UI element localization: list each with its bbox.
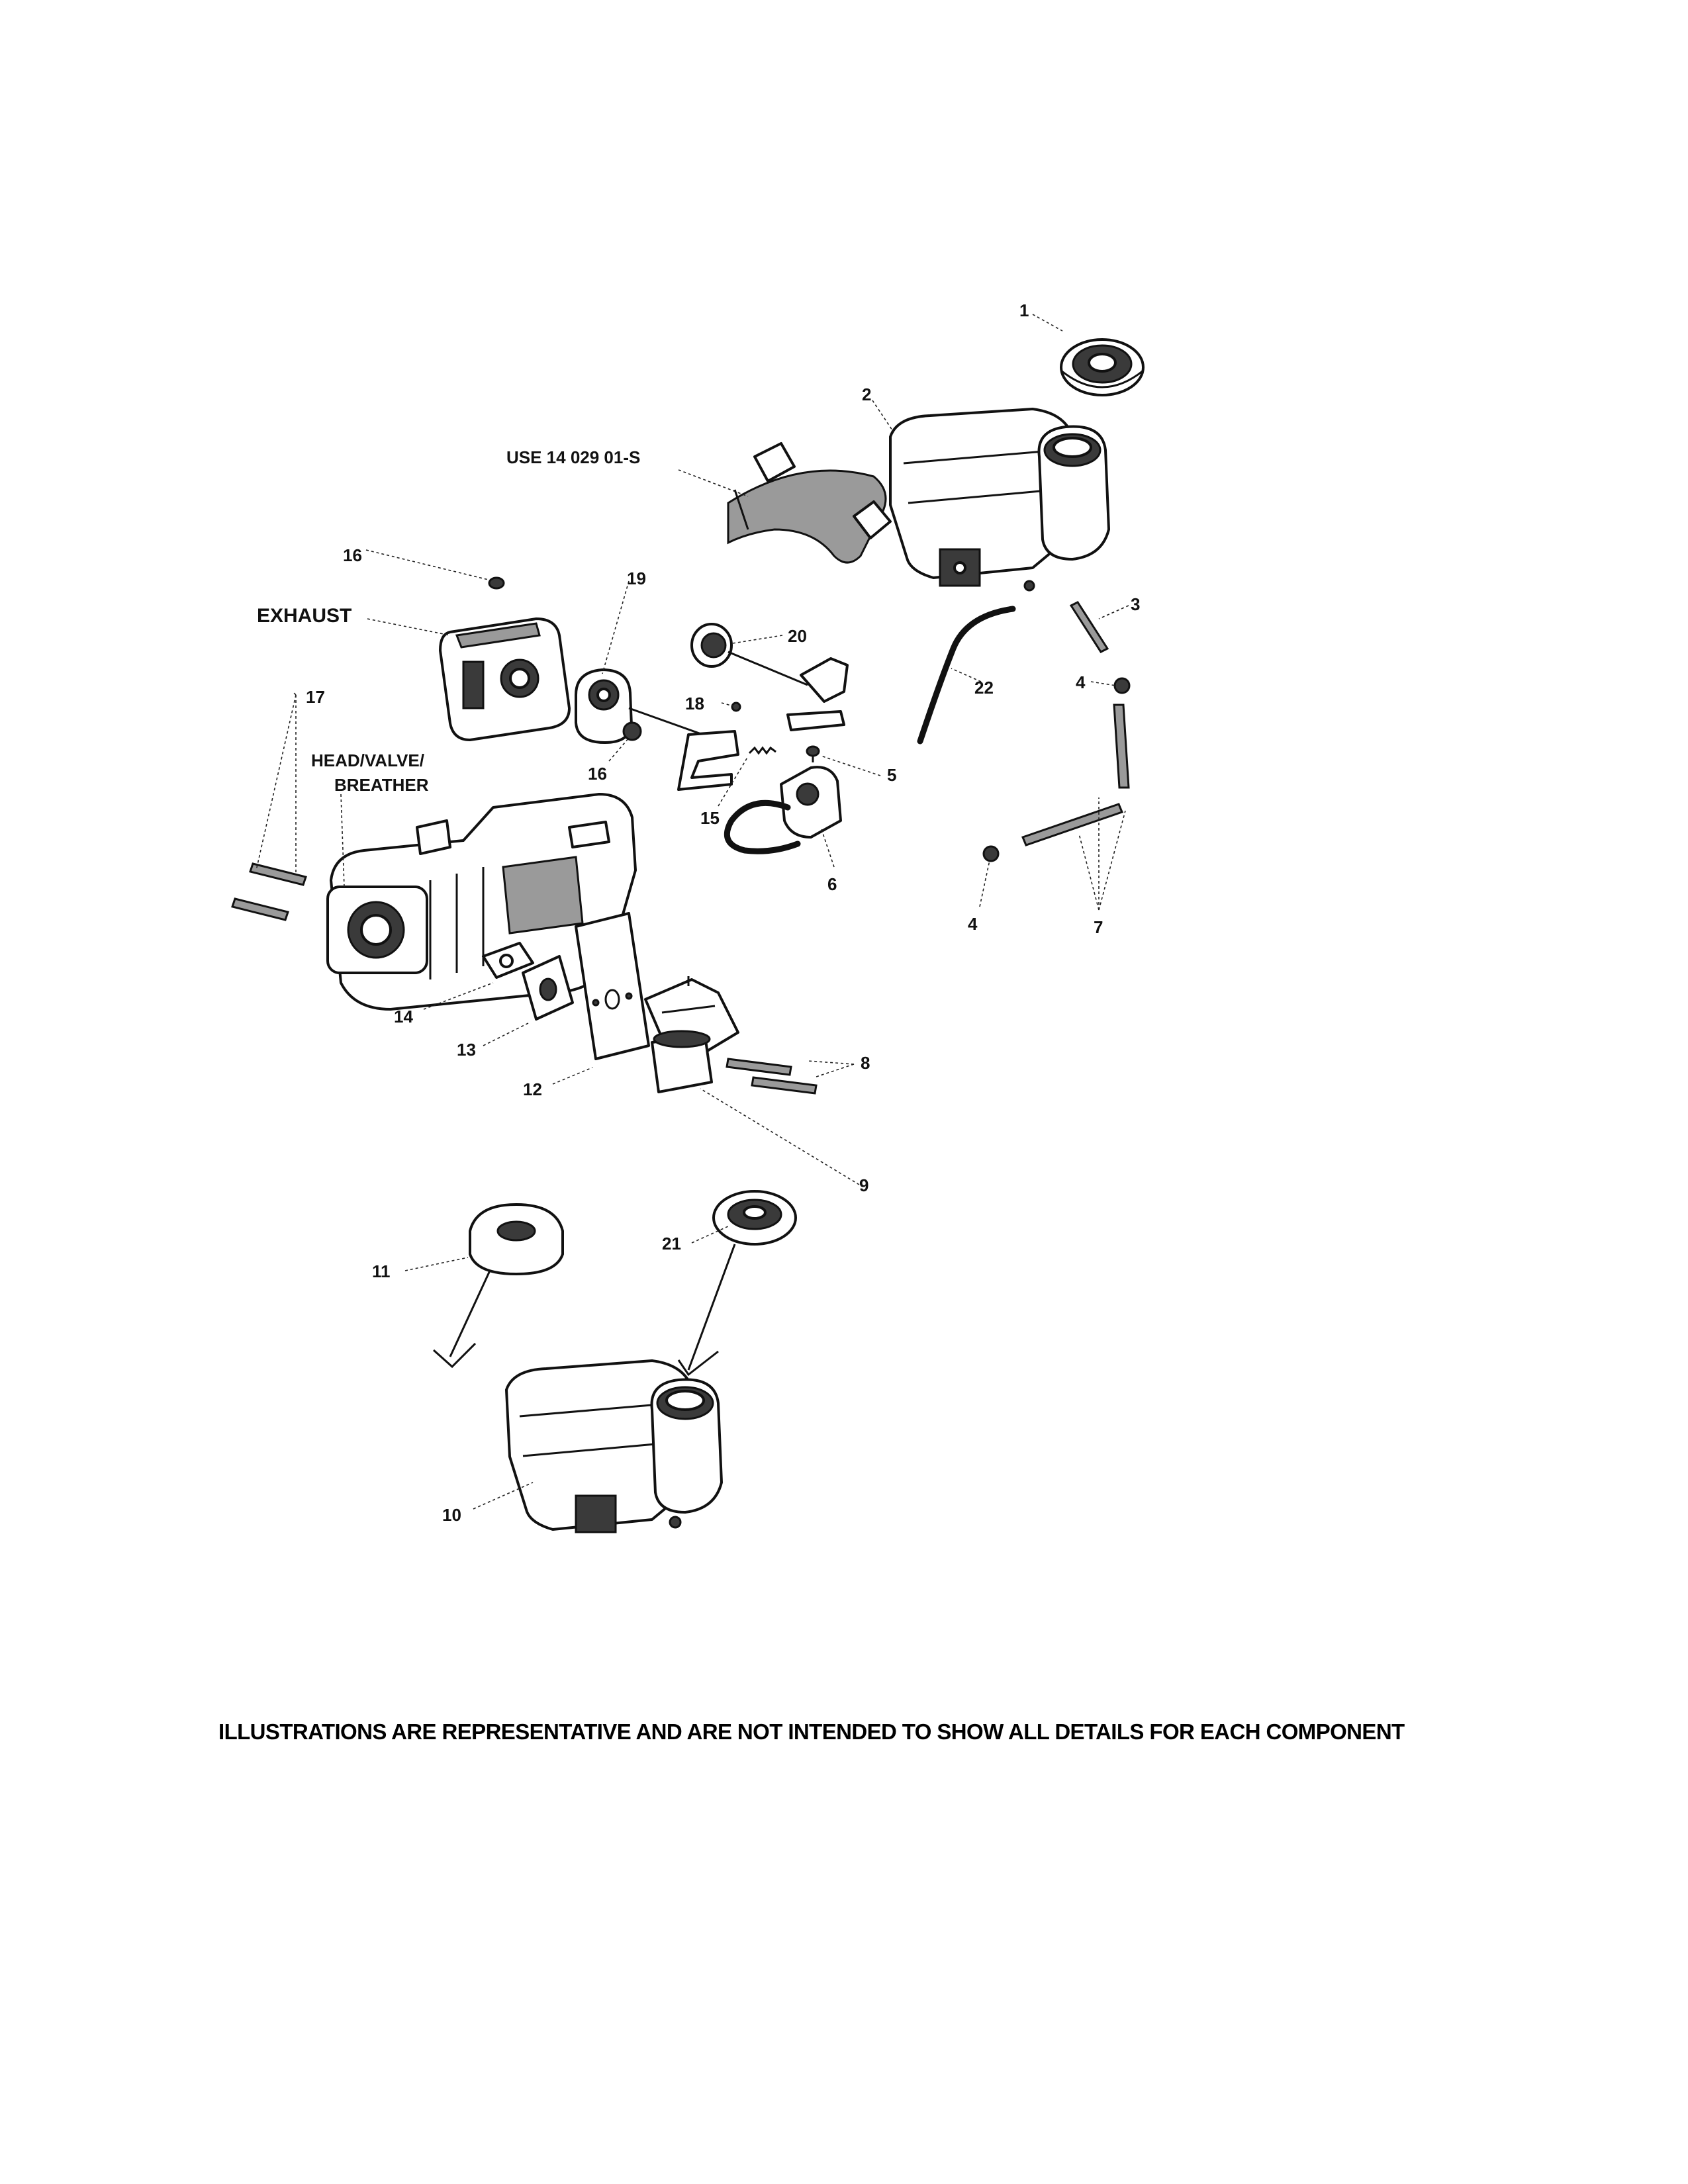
callout-13: 13 bbox=[457, 1040, 476, 1060]
part-10-fuel-tank bbox=[505, 1359, 723, 1533]
leader-lines bbox=[256, 314, 1129, 1510]
callout-10: 10 bbox=[442, 1505, 461, 1525]
callout-11: 11 bbox=[372, 1261, 391, 1281]
callout-1: 1 bbox=[1019, 300, 1029, 320]
callout-3: 3 bbox=[1131, 594, 1140, 614]
callout-18: 18 bbox=[685, 694, 704, 713]
use-part-number-note: USE 14 029 01-S bbox=[506, 447, 640, 467]
callout-17: 17 bbox=[306, 687, 325, 707]
callout-14: 14 bbox=[394, 1007, 413, 1026]
exhaust-muffler bbox=[439, 617, 571, 741]
callout-19: 19 bbox=[627, 569, 646, 588]
part-1-fuel-cap bbox=[1060, 338, 1145, 396]
part-4-nut-lower bbox=[982, 845, 1000, 862]
fuel-tank-bracket bbox=[727, 442, 892, 564]
part-7-studs bbox=[1021, 704, 1130, 846]
callout-4-lower: 4 bbox=[968, 914, 978, 934]
callout-9: 9 bbox=[859, 1175, 868, 1195]
part-11-fuel-cap bbox=[433, 1203, 564, 1369]
part-3-stud bbox=[1069, 601, 1109, 653]
part-22-fuel-line bbox=[917, 606, 1016, 745]
callout-16-lower: 16 bbox=[588, 764, 607, 784]
part-2-fuel-tank bbox=[889, 408, 1110, 592]
callout-2: 2 bbox=[862, 385, 871, 404]
part-17-studs bbox=[231, 862, 307, 921]
callout-16-top: 16 bbox=[343, 545, 362, 565]
callout-4-upper: 4 bbox=[1076, 672, 1086, 692]
callout-22: 22 bbox=[974, 678, 994, 698]
part-18-pin bbox=[731, 702, 741, 712]
callout-15: 15 bbox=[700, 808, 720, 828]
callout-7: 7 bbox=[1094, 917, 1103, 937]
part-12-gasket-plate bbox=[575, 912, 650, 1060]
callout-5: 5 bbox=[887, 765, 896, 785]
callout-6: 6 bbox=[827, 874, 837, 894]
callout-8: 8 bbox=[861, 1053, 870, 1073]
part-21-fuel-cap bbox=[677, 1190, 797, 1377]
part-15-spring bbox=[748, 746, 776, 755]
disclaimer-note: ILLUSTRATIONS ARE REPRESENTATIVE AND ARE… bbox=[218, 1719, 1405, 1744]
part-16-nut-lower bbox=[622, 721, 642, 741]
part-16-nut-top bbox=[488, 576, 505, 590]
part-6-control-bracket bbox=[724, 766, 842, 854]
exhaust-label: EXHAUST bbox=[257, 605, 352, 627]
part-20-governor-control bbox=[690, 623, 849, 731]
head-valve-label: HEAD/VALVE/ bbox=[311, 751, 424, 770]
part-4-nut-upper bbox=[1113, 677, 1131, 694]
callout-numbers: 1 2 3 4 4 5 6 7 8 9 10 11 12 13 14 15 16… bbox=[306, 300, 1140, 1525]
callout-21: 21 bbox=[662, 1234, 681, 1253]
part-5-screw bbox=[806, 745, 820, 762]
part-13-spacer bbox=[522, 955, 574, 1021]
part-labels: USE 14 029 01-S EXHAUST HEAD/VALVE/ BREA… bbox=[257, 447, 640, 795]
part-8-studs bbox=[726, 1058, 818, 1095]
breather-label: BREATHER bbox=[334, 775, 429, 795]
part-19-governor-control bbox=[575, 668, 739, 791]
callout-12: 12 bbox=[523, 1079, 542, 1099]
part-9-carburetor bbox=[644, 976, 739, 1093]
part-14-gasket bbox=[482, 942, 534, 979]
callout-20: 20 bbox=[788, 626, 807, 646]
